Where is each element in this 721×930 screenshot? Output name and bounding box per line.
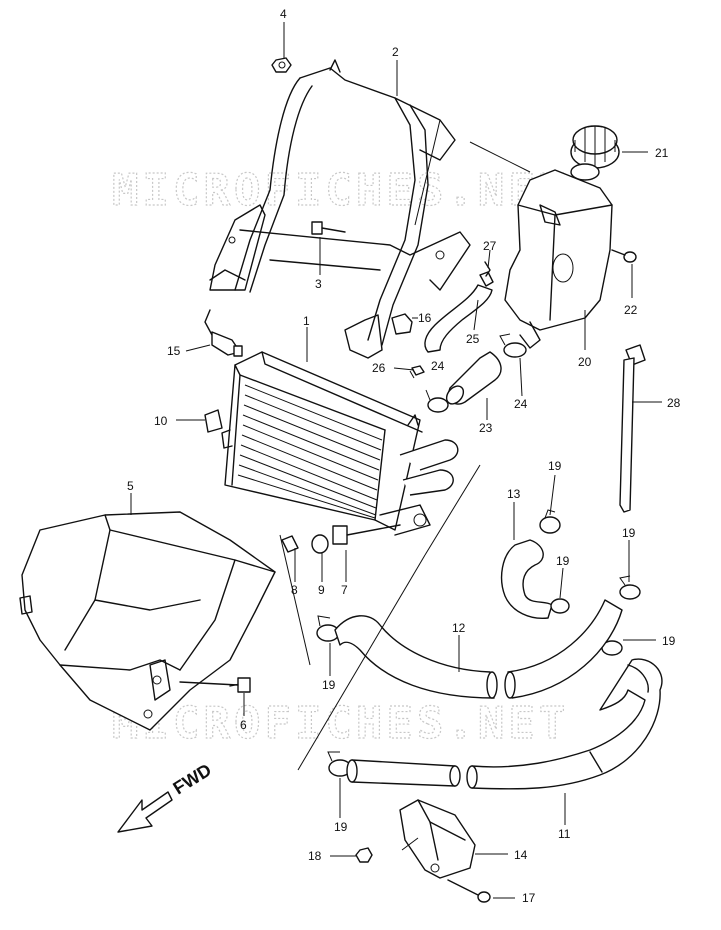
- callout-24b: 24: [514, 397, 528, 411]
- callout-14: 14: [514, 848, 528, 862]
- screw-part-22: [611, 249, 637, 263]
- reservoir-cap-part-21: [570, 125, 620, 181]
- clip-part-27: [484, 261, 491, 277]
- bracket-part-16: [391, 313, 413, 335]
- callout-13: 13: [507, 487, 521, 501]
- callout-3: 3: [315, 277, 322, 291]
- clamp-part-19e: [316, 615, 340, 642]
- callout-12: 12: [452, 621, 466, 635]
- callout-23: 23: [479, 421, 493, 435]
- callout-27: 27: [483, 239, 497, 253]
- fan-switch-part-15: [204, 309, 243, 357]
- clamp-part-24a: [499, 333, 527, 358]
- watermark-top: MICROFICHES.NET: [112, 165, 569, 216]
- reservoir-tank-part: [504, 125, 620, 349]
- callout-19c: 19: [622, 526, 636, 540]
- forward-label: FWD: [170, 760, 215, 799]
- collar-part-8: [281, 535, 299, 553]
- clamp-part-24b: [425, 389, 449, 413]
- leader-lines: [130, 22, 662, 899]
- bolt-part-17: [447, 879, 491, 903]
- grommet-part-9: [311, 534, 329, 554]
- callout-10: 10: [154, 414, 168, 428]
- clamp-part-19b: [550, 598, 570, 614]
- callout-6: 6: [240, 718, 247, 732]
- callout-11: 11: [558, 827, 571, 841]
- hose-band-part-28: [619, 344, 646, 513]
- watermark-bottom: MICROFICHES.NET: [112, 698, 569, 749]
- callout-8: 8: [291, 583, 298, 597]
- callout-5: 5: [127, 479, 134, 493]
- grommet-part-10: [204, 409, 223, 433]
- hose-part-25: [424, 271, 494, 353]
- bracket-part-14: [399, 799, 476, 879]
- hose-part-13: [500, 539, 553, 619]
- callout-1: 1: [303, 314, 310, 328]
- callout-19d: 19: [662, 634, 676, 648]
- nut-part-4: [271, 57, 292, 73]
- callout-21: 21: [655, 146, 669, 160]
- callout-19f: 19: [334, 820, 348, 834]
- hose-part-23: [445, 351, 502, 405]
- radiator-part: [221, 351, 459, 536]
- callout-26: 26: [372, 361, 386, 375]
- callout-19e: 19: [322, 678, 336, 692]
- callout-17: 17: [522, 891, 536, 905]
- clamp-part-19a: [539, 509, 561, 534]
- callout-7: 7: [341, 583, 348, 597]
- bolt-part-3: [311, 221, 346, 235]
- callout-20: 20: [578, 355, 592, 369]
- callout-numbers: 4 2 3 1 5 6 7 8 9 10 11 12 13 14 15 16 1…: [127, 7, 681, 905]
- hose-part-12: [334, 599, 623, 699]
- callout-16: 16: [418, 311, 432, 325]
- callout-22: 22: [624, 303, 638, 317]
- callout-4: 4: [280, 7, 287, 21]
- assembly-guide-lines: [279, 119, 531, 851]
- callout-24a: 24: [431, 359, 445, 373]
- clip-part-26: [411, 365, 425, 376]
- callout-15: 15: [167, 344, 181, 358]
- callout-19a: 19: [548, 459, 562, 473]
- callout-9: 9: [318, 583, 325, 597]
- hose-part-11: [346, 658, 663, 790]
- nut-part-18: [355, 847, 373, 863]
- bolt-part-7: [332, 524, 401, 545]
- callout-18: 18: [308, 849, 322, 863]
- callout-28: 28: [667, 396, 681, 410]
- callout-19b: 19: [556, 554, 570, 568]
- radiator-bracket-part: [209, 59, 471, 359]
- bolt-part-6: [179, 677, 251, 693]
- forward-arrow-icon: [117, 791, 173, 833]
- radiator-shroud-part: [19, 511, 276, 731]
- callout-25: 25: [466, 332, 480, 346]
- callout-2: 2: [392, 45, 399, 59]
- clamp-part-19c: [619, 575, 641, 600]
